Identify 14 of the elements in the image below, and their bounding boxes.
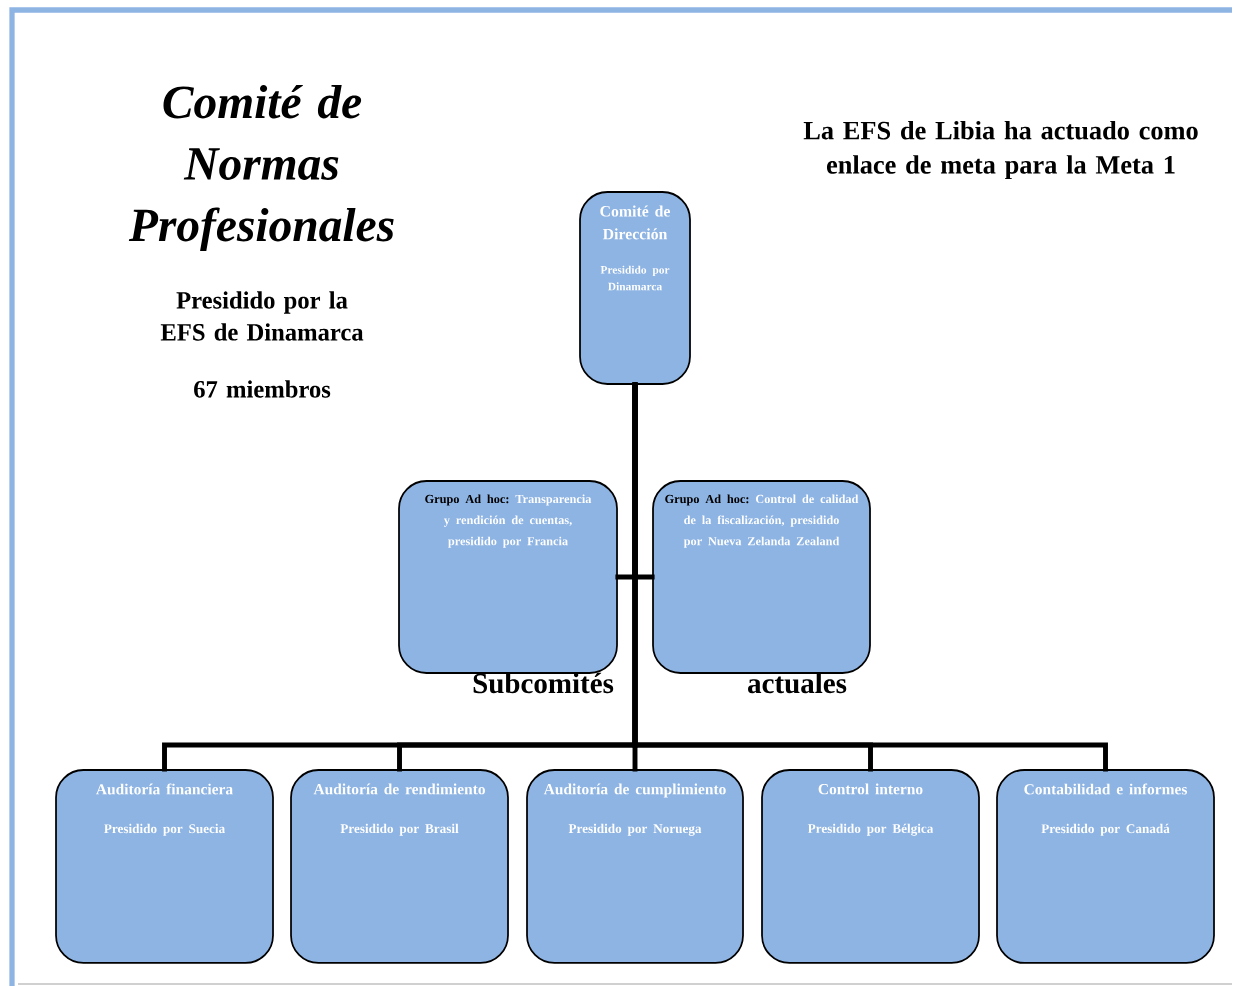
org-box: Auditoría de rendimiento Presidido por Brasil	[290, 769, 509, 964]
org-box: Contabilidad e informes Presidido por Canadá	[996, 769, 1215, 964]
org-box: Grupo Ad hoc: Control de calidad de la fiscalización, presidido por Nueva Zelanda Zealand	[652, 480, 871, 674]
org-box: Auditoría financiera Presidido por Suecia	[55, 769, 274, 964]
org-box: Control interno Presidido por Bélgica	[761, 769, 980, 964]
section-label: actuales	[748, 672, 847, 694]
org-box: Comité de Dirección Presidido por Dinamarca	[579, 191, 691, 385]
connector-line	[632, 382, 1108, 772]
member-count: 67 miembros	[194, 380, 331, 398]
title: Comité de Normas Profesionales	[128, 84, 394, 252]
chair-note: Presidido por la EFS de Dinamarca	[160, 291, 364, 341]
section-label: Subcomités	[473, 672, 614, 694]
org-box: Auditoría de cumplimiento Presidido por Noruega	[526, 769, 744, 964]
note-text: La EFS de Libia ha actuado como enlace de meta para la Meta 1	[803, 120, 1198, 180]
